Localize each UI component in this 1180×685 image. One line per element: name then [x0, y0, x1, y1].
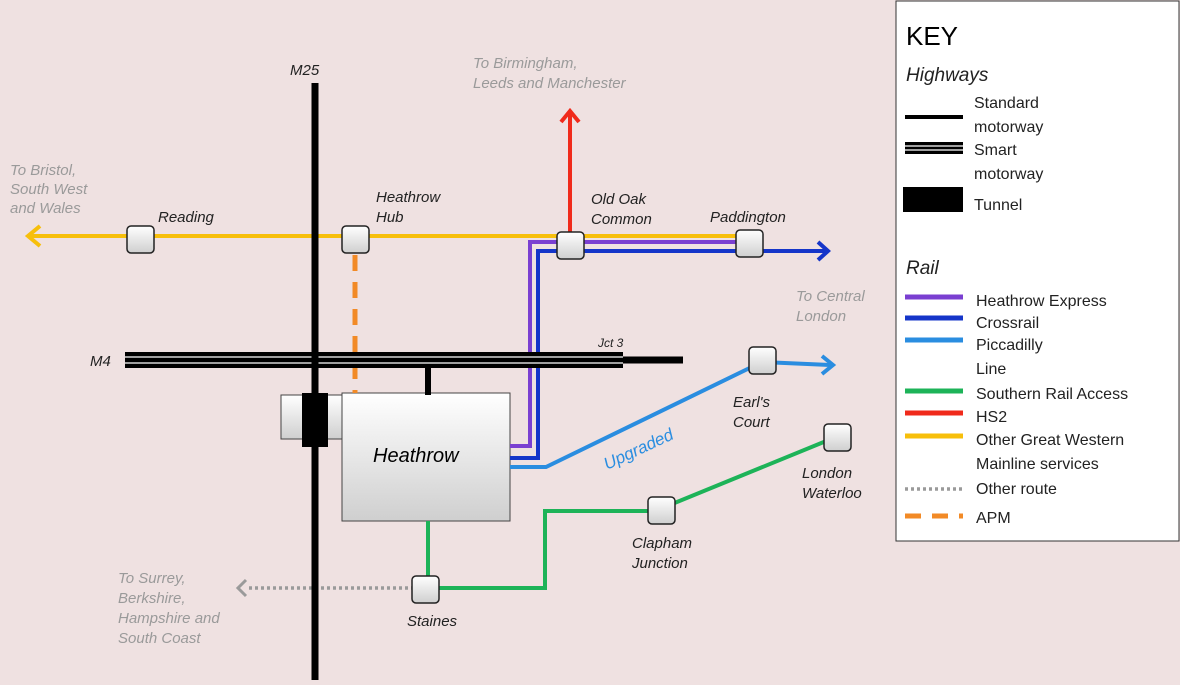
m4-motorway [125, 352, 683, 368]
station-heathrow-hub[interactable] [341, 225, 370, 254]
reading-label: Reading [158, 209, 215, 226]
station-markers [126, 225, 852, 604]
heathrow-airport [341, 392, 511, 522]
key-smart-motorway-label: Smart motorway [974, 142, 1043, 183]
key-tunnel-label: Tunnel [974, 197, 1022, 214]
to-birmingham-label: To Birmingham, Leeds and Manchester [473, 55, 627, 92]
key-other-route-label: Other route [976, 481, 1057, 498]
key-standard-motorway-label: Standard motorway [974, 95, 1043, 136]
key-apm-label: APM [976, 510, 1011, 527]
to-bristol-label: To Bristol, South West and Wales [10, 162, 91, 217]
m4-label: M4 [90, 353, 111, 370]
key-smart-motorway-swatch [905, 142, 963, 154]
heathrow-express-line [510, 240, 748, 448]
station-paddington[interactable] [735, 229, 764, 258]
key-southern-label: Southern Rail Access [976, 386, 1128, 403]
key-great-western-label: Other Great Western Mainline services [976, 432, 1129, 473]
m25-label: M25 [290, 62, 320, 79]
heathrow-label: Heathrow [373, 445, 460, 467]
paddington-label: Paddington [710, 209, 786, 226]
key-highways-heading: Highways [906, 65, 989, 86]
staines-label: Staines [407, 613, 458, 630]
piccadilly-line [510, 359, 831, 469]
heathrow-hub-label: Heathrow Hub [376, 189, 444, 226]
station-old-oak-common[interactable] [556, 231, 585, 260]
m25-tunnel [302, 393, 328, 447]
jct3-label: Jct 3 [597, 336, 624, 350]
piccadilly-arrowhead [820, 354, 837, 376]
to-central-london-label: To Central London [796, 288, 869, 325]
station-london-waterloo[interactable] [823, 423, 852, 452]
station-staines[interactable] [411, 575, 440, 604]
to-surrey-label: To Surrey, Berkshire, Hampshire and Sout… [118, 570, 224, 647]
other-route-arrowhead [235, 578, 248, 598]
station-earls-court[interactable] [748, 346, 777, 375]
old-oak-common-label: Old Oak Common [591, 191, 652, 228]
key-piccadilly-label: Piccadilly Line [976, 337, 1047, 378]
clapham-junction-label: Clapham Junction [631, 535, 696, 572]
crossrail-arrowhead [816, 240, 831, 262]
london-waterloo-label: London Waterloo [802, 465, 862, 502]
upgraded-label: Upgraded [601, 425, 677, 474]
station-clapham-junction[interactable] [647, 496, 676, 525]
key-panel: KEY Highways Standard motorway Smart mot… [895, 0, 1180, 542]
key-crossrail-label: Crossrail [976, 315, 1039, 332]
key-rail-heading: Rail [906, 258, 940, 279]
earls-court-label: Earl's Court [733, 394, 774, 431]
hs2-arrowhead [559, 107, 581, 124]
great-western-arrowhead [24, 224, 42, 248]
station-reading[interactable] [126, 225, 155, 254]
key-title: KEY [906, 21, 958, 51]
key-hs2-label: HS2 [976, 409, 1007, 426]
key-heathrow-express-label: Heathrow Express [976, 293, 1107, 310]
key-tunnel-swatch [903, 187, 963, 212]
